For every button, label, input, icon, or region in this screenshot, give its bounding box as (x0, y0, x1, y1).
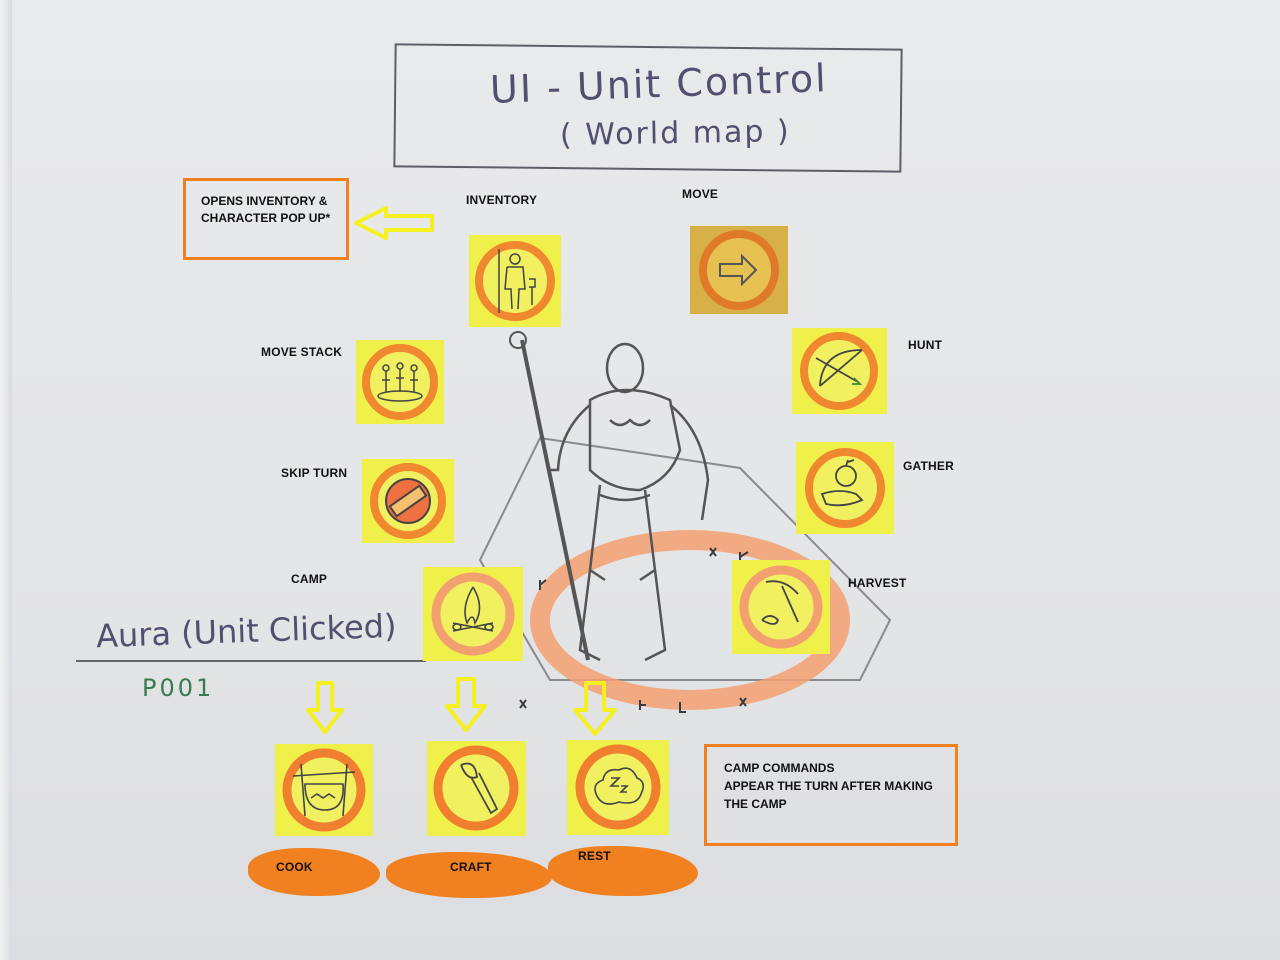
inventory-note-line1: OPENS INVENTORY & (201, 194, 328, 208)
inventory-note-line2: CHARACTER POP UP* (201, 211, 331, 225)
group-icon (362, 344, 438, 420)
rest-label-bg (548, 846, 698, 896)
arrow-right-icon (699, 230, 779, 310)
pickaxe-icon (739, 565, 823, 649)
stone-axe-icon (433, 745, 519, 831)
hunt-label: HUNT (908, 338, 943, 352)
arrow-down-icon (306, 681, 344, 734)
camp-note-line1: CAMP COMMANDS (724, 761, 835, 775)
harvest-label: HARVEST (848, 576, 907, 590)
apple-hand-icon (805, 448, 885, 528)
bow-arrow-icon (800, 332, 878, 410)
page-subtitle: ( World map ) (559, 113, 791, 154)
inventory-note-box (183, 178, 349, 260)
rest-label: REST (578, 849, 611, 863)
unit-figure (478, 331, 892, 713)
gather-label: GATHER (903, 459, 954, 473)
sleep-cloud-icon (575, 744, 661, 830)
move-button[interactable] (690, 226, 788, 314)
gather-button[interactable] (796, 442, 894, 534)
skip-turn-label: SKIP TURN (281, 466, 348, 480)
inventory-label: INVENTORY (466, 193, 538, 207)
aura-underline (76, 660, 426, 662)
harvest-button[interactable] (732, 560, 830, 654)
arrow-down-icon (573, 681, 617, 736)
move-stack-button[interactable] (356, 340, 444, 424)
craft-label: CRAFT (450, 860, 492, 874)
move-label: MOVE (682, 187, 719, 201)
cook-button[interactable] (275, 744, 373, 836)
campfire-icon (431, 572, 515, 656)
hunt-button[interactable] (792, 328, 887, 414)
craft-button[interactable] (427, 741, 526, 836)
aura-label: Aura (Unit Clicked) (95, 606, 398, 656)
no-entry-icon (370, 463, 446, 539)
move-stack-label: MOVE STACK (261, 345, 343, 359)
camp-note-line2: APPEAR THE TURN AFTER MAKING (724, 779, 933, 793)
aura-code: P001 (142, 674, 215, 702)
cook-label: COOK (276, 860, 313, 874)
paper-edge (0, 0, 12, 960)
camp-label: CAMP (291, 572, 328, 586)
cook-label-bg (248, 848, 380, 896)
cooking-pot-icon (282, 748, 366, 832)
camp-button[interactable] (423, 567, 523, 661)
arrow-down-icon (445, 677, 487, 732)
camp-note-line3: THE CAMP (724, 797, 787, 811)
camp-note-box (704, 744, 958, 846)
arrow-left-icon (354, 206, 434, 240)
rest-button[interactable] (567, 740, 669, 835)
craft-label-bg (386, 852, 552, 898)
skip-turn-button[interactable] (362, 459, 454, 543)
character-icon (475, 241, 555, 321)
inventory-button[interactable] (469, 235, 561, 327)
